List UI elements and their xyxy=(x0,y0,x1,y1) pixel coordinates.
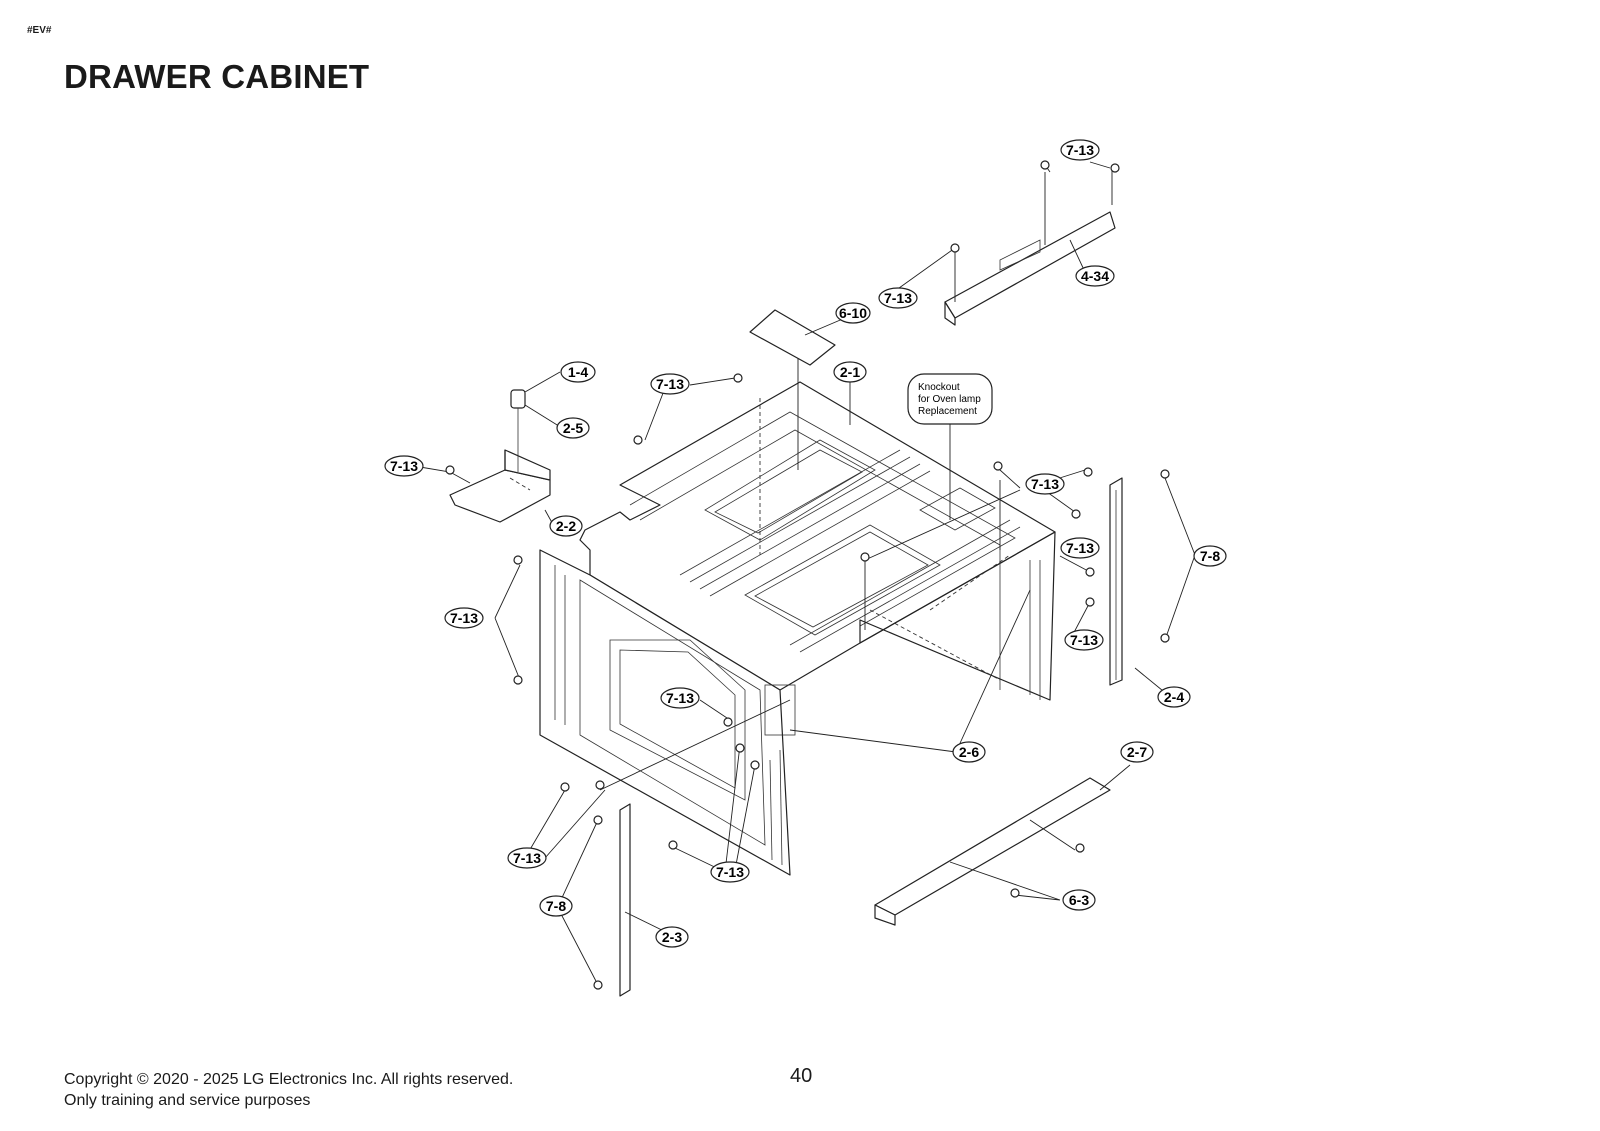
callout-7-8: 7-8 xyxy=(1193,545,1227,567)
svg-text:7-13: 7-13 xyxy=(1031,476,1059,492)
angle-2-7 xyxy=(874,777,1111,926)
callout-7-13: 7-13 xyxy=(660,687,700,709)
doc-tag: #EV# xyxy=(27,25,52,36)
callout-6-10: 6-10 xyxy=(835,302,871,324)
screw-icon xyxy=(593,980,603,990)
svg-text:7-13: 7-13 xyxy=(513,850,541,866)
note-line-3: Replacement xyxy=(918,406,977,417)
svg-text:2-2: 2-2 xyxy=(556,518,576,534)
screw-icon xyxy=(860,552,870,562)
rail-2-4 xyxy=(1109,477,1123,686)
screw-icon xyxy=(560,782,570,792)
purpose-text: Only training and service purposes xyxy=(64,1092,311,1109)
svg-text:4-34: 4-34 xyxy=(1081,268,1109,284)
callout-6-3: 6-3 xyxy=(1062,889,1096,911)
svg-text:7-13: 7-13 xyxy=(656,376,684,392)
screw-icon xyxy=(513,675,523,685)
callout-7-13: 7-13 xyxy=(1025,473,1065,495)
screw-icon xyxy=(445,465,455,475)
callout-7-13: 7-13 xyxy=(1060,537,1100,559)
callout-7-13: 7-13 xyxy=(878,287,918,309)
screw-icon xyxy=(950,243,960,253)
svg-text:7-13: 7-13 xyxy=(1066,142,1094,158)
label-sheet xyxy=(749,309,836,366)
screw-icon xyxy=(1040,160,1050,170)
screw-icon xyxy=(513,555,523,565)
svg-text:7-13: 7-13 xyxy=(390,458,418,474)
svg-text:7-13: 7-13 xyxy=(666,690,694,706)
screw-icon xyxy=(750,760,760,770)
callout-7-13: 7-13 xyxy=(1064,629,1104,651)
screw-icon xyxy=(593,815,603,825)
note-line-2: for Oven lamp xyxy=(918,394,981,405)
screw-icon xyxy=(1085,567,1095,577)
callout-2-2: 2-2 xyxy=(549,515,583,537)
svg-text:2-6: 2-6 xyxy=(959,744,979,760)
note-line-1: Knockout xyxy=(918,382,960,393)
callout-2-6: 2-6 xyxy=(952,741,986,763)
svg-text:7-13: 7-13 xyxy=(1066,540,1094,556)
callout-2-1: 2-1 xyxy=(833,361,867,383)
screw-icon xyxy=(1083,467,1093,477)
copyright-text: Copyright © 2020 - 2025 LG Electronics I… xyxy=(64,1071,514,1088)
svg-text:7-13: 7-13 xyxy=(450,610,478,626)
svg-text:2-5: 2-5 xyxy=(563,420,583,436)
svg-text:7-8: 7-8 xyxy=(1200,548,1220,564)
callout-7-13: 7-13 xyxy=(710,861,750,883)
screws xyxy=(445,160,1170,990)
callout-4-34: 4-34 xyxy=(1075,265,1115,287)
svg-text:7-8: 7-8 xyxy=(546,898,566,914)
footer: Copyright © 2020 - 2025 LG Electronics I… xyxy=(64,1069,513,1111)
screw-icon xyxy=(993,461,1003,471)
svg-text:7-13: 7-13 xyxy=(716,864,744,880)
page-title: DRAWER CABINET xyxy=(64,58,370,95)
page-number: 40 xyxy=(790,1065,813,1087)
svg-text:6-10: 6-10 xyxy=(839,305,867,321)
callout-7-8: 7-8 xyxy=(539,895,573,917)
callout-7-13: 7-13 xyxy=(444,607,484,629)
knockout-note: Knockout for Oven lamp Replacement xyxy=(907,373,993,425)
rail-2-3 xyxy=(619,803,631,997)
svg-text:2-7: 2-7 xyxy=(1127,744,1147,760)
callout-2-5: 2-5 xyxy=(556,417,590,439)
screw-icon xyxy=(1085,597,1095,607)
svg-text:1-4: 1-4 xyxy=(568,364,588,380)
svg-text:7-13: 7-13 xyxy=(1070,632,1098,648)
screw-icon xyxy=(733,373,743,383)
svg-text:7-13: 7-13 xyxy=(884,290,912,306)
callout-2-4: 2-4 xyxy=(1157,686,1191,708)
screw-icon xyxy=(633,435,643,445)
screw-icon xyxy=(595,780,605,790)
callout-7-13: 7-13 xyxy=(650,373,690,395)
screw-icon xyxy=(1075,843,1085,853)
cabinet-body xyxy=(539,381,1056,876)
svg-text:6-3: 6-3 xyxy=(1069,892,1089,908)
screw-icon xyxy=(1160,469,1170,479)
screw-icon xyxy=(723,717,733,727)
screw-icon xyxy=(1160,633,1170,643)
callout-2-3: 2-3 xyxy=(655,926,689,948)
svg-text:2-1: 2-1 xyxy=(840,364,860,380)
bracket-2-2 xyxy=(449,449,551,523)
screw-icon xyxy=(1110,163,1120,173)
screw-icon xyxy=(668,840,678,850)
callout-7-13: 7-13 xyxy=(507,847,547,869)
callouts: 7-13 4-34 7-13 6-10 2-1 1-4 2-5 7-13 7-1… xyxy=(384,139,1227,948)
bracket-4-34 xyxy=(944,211,1116,326)
callout-7-13: 7-13 xyxy=(384,455,424,477)
screw-icon xyxy=(1071,509,1081,519)
callout-7-13: 7-13 xyxy=(1060,139,1100,161)
screw-icon xyxy=(1010,888,1020,898)
callout-1-4: 1-4 xyxy=(560,361,596,383)
connector xyxy=(510,389,526,472)
callout-2-7: 2-7 xyxy=(1120,741,1154,763)
svg-text:2-3: 2-3 xyxy=(662,929,682,945)
svg-text:2-4: 2-4 xyxy=(1164,689,1184,705)
screw-icon xyxy=(735,743,745,753)
